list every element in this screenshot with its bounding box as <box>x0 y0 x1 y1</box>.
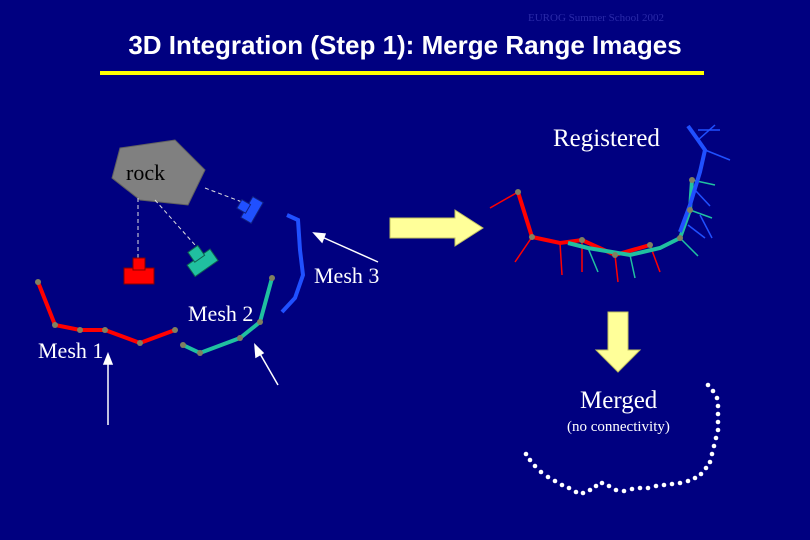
mesh1-vertices <box>35 279 178 346</box>
mesh3-polyline <box>280 213 306 314</box>
scanner-red-icon <box>123 257 155 285</box>
registered-normals <box>489 124 731 283</box>
sight-line-teal <box>154 199 196 246</box>
scanner-blue-icon <box>236 195 264 225</box>
mesh2-pointer-arrow <box>254 343 279 386</box>
rock-label: rock <box>126 160 166 185</box>
registered-vertices <box>515 177 695 258</box>
mesh1-label: Mesh 1 <box>38 338 104 363</box>
mesh3-pointer-arrow <box>312 232 379 263</box>
mesh2-label: Mesh 2 <box>188 301 254 326</box>
registered-label: Registered <box>553 125 660 152</box>
mesh1-pointer-arrow <box>102 351 114 425</box>
header-note: EUROG Summer School 2002 <box>528 12 664 24</box>
mesh3-label: Mesh 3 <box>314 263 380 288</box>
slide-title: 3D Integration (Step 1): Merge Range Ima… <box>128 30 682 60</box>
merge-arrow-icon <box>594 311 642 373</box>
sight-line-blue <box>204 187 251 206</box>
merged-points <box>523 382 721 496</box>
merged-label: Merged <box>580 387 658 414</box>
mesh1-polyline <box>36 281 176 346</box>
title-underline <box>100 71 704 75</box>
scanner-teal-icon <box>186 244 219 278</box>
rock-shape <box>111 139 206 206</box>
merged-note: (no connectivity) <box>567 419 670 435</box>
register-arrow-icon <box>389 209 484 247</box>
mesh2-vertices <box>180 275 275 356</box>
